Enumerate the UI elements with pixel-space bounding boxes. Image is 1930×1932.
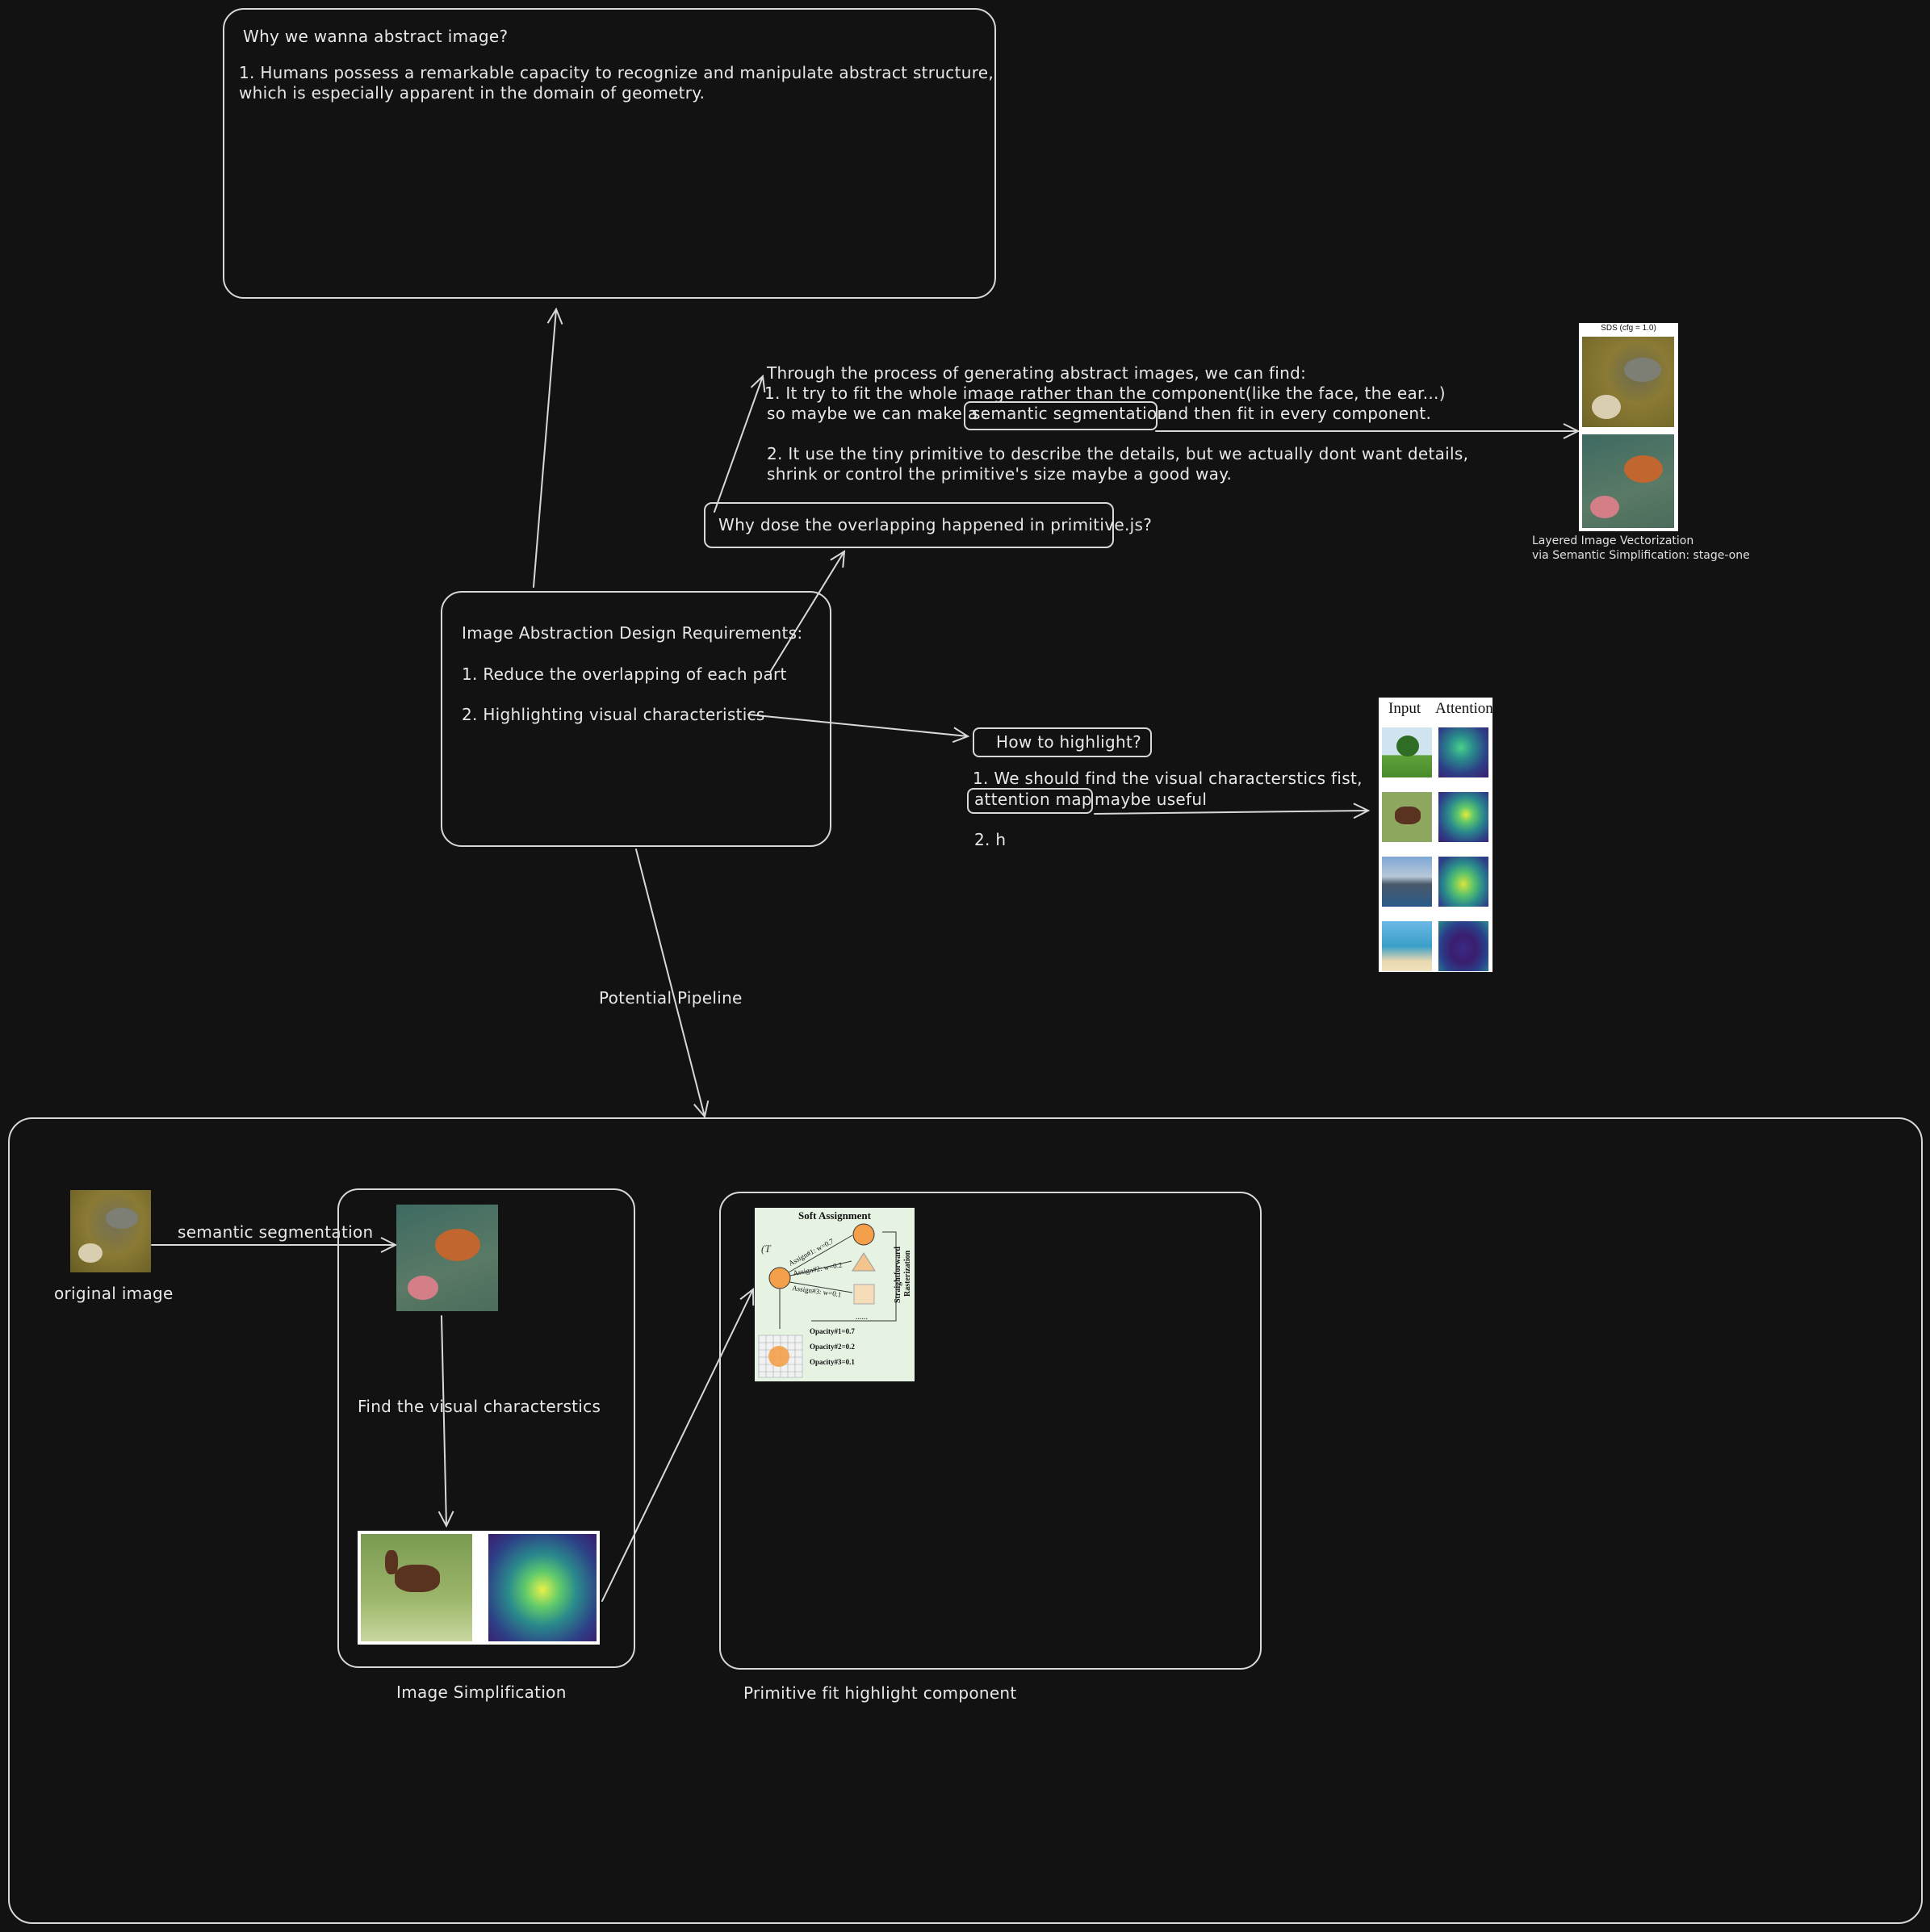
pipeline-box[interactable] [8,1117,1923,1924]
attention-row-lake-map [1438,857,1488,907]
original-bird-shape [106,1208,138,1229]
soft-assignment-figure: Soft Assignment (T Assign#1: w=0.7 Assig… [755,1208,915,1381]
bird-shape-1 [1624,358,1661,382]
horse-input-image [361,1534,472,1641]
why-abstract-line2: which is especially apparent in the doma… [239,83,705,103]
semantic-segmentation-label: semantic segmentation [178,1222,374,1242]
findings-item2-a: 2. It use the tiny primitive to describe… [767,444,1469,463]
arrow-requirements-to-overlap-question [770,551,844,672]
horse-body [395,1565,440,1592]
attention-row-lake-input [1382,857,1432,907]
horse-head [385,1550,398,1574]
target-triangle [852,1252,876,1272]
flower-shape-2 [1590,496,1619,518]
bird-shape-2 [1624,455,1663,483]
sds-panel: SDS (cfg = 1.0) [1579,323,1678,531]
attention-map-tag-label: attention map [974,790,1092,809]
how-to-highlight-box[interactable] [973,727,1152,757]
why-abstract-box[interactable] [223,8,996,299]
requirements-box[interactable] [441,591,831,847]
findings-intro: Through the process of generating abstra… [767,363,1307,383]
requirements-title: Image Abstraction Design Requirements: [462,623,803,643]
arrow-requirements-to-why [533,309,556,588]
semantic-segmentation-tag[interactable] [964,401,1158,430]
attention-row-tree-map [1438,727,1488,777]
findings-item2-b: shrink or control the primitive's size m… [767,464,1233,484]
image-simplification-caption: Image Simplification [396,1683,567,1702]
findings-item1-b-post: and then fit in every component. [1158,404,1432,423]
attention-row-horse-input [1382,792,1432,842]
horse-attention-pair [358,1531,600,1645]
attention-row-tree-input [1382,727,1432,777]
opacity1-label: Opacity#1=0.7 [810,1327,855,1335]
why-abstract-line1: 1. Humans possess a remarkable capacity … [239,63,994,82]
horse-shape-small [1395,807,1421,824]
raster-circle [768,1346,789,1367]
arrow-highlight-to-how [747,714,968,736]
sds-image-bird-2 [1582,434,1674,528]
attention-row-beach-map [1438,921,1488,971]
image-simplification-box[interactable] [337,1188,635,1668]
arrow-segmentation-to-attention [442,1315,446,1526]
requirements-item1: 1. Reduce the overlapping of each part [462,664,787,684]
horse-attention-map [488,1534,597,1641]
segmented-flower-shape [408,1276,438,1300]
potential-pipeline-label: Potential Pipeline [599,988,743,1008]
findings-item1-b-pre: so maybe we can make a [767,404,978,423]
dots-label: ...... [856,1313,868,1322]
arrow-overlap-question-to-findings [714,376,763,513]
find-visual-characteristics-label: Find the visual characterstics [358,1397,601,1416]
attention-panel: Input Attention [1379,698,1493,972]
attention-row-horse-map [1438,792,1488,842]
original-image [70,1190,151,1272]
source-circle [768,1267,791,1289]
segmented-bird-shape [435,1229,480,1261]
overlap-question-label: Why dose the overlapping happened in pri… [718,515,1153,534]
primitive-fit-caption: Primitive fit highlight component [743,1683,1017,1703]
arrow-attention-to-primitive [601,1289,753,1602]
requirements-item2: 2. Highlighting visual characteristics [462,705,765,724]
findings-item1-a: 1. It try to fit the whole image rather … [764,383,1446,403]
opacity2-label: Opacity#2=0.2 [810,1343,855,1351]
soft-assignment-svg: Soft Assignment (T Assign#1: w=0.7 Assig… [758,1209,912,1378]
overlap-question-box[interactable] [704,502,1114,548]
arrow-attention-map-to-panel [1094,811,1368,814]
how-to-highlight-label: How to highlight? [996,732,1142,752]
attention-header-input: Input [1388,700,1421,717]
segmented-image [396,1205,498,1311]
highlight-line3: 2. h [974,830,1007,849]
side-label-1: Straightforward [894,1247,902,1303]
attention-header-attention: Attention [1435,700,1493,717]
soft-assignment-title: Soft Assignment [798,1209,872,1222]
why-abstract-title: Why we wanna abstract image? [243,27,509,46]
sds-caption-2: via Semantic Simplification: stage-one [1532,549,1750,562]
opacity3-label: Opacity#3=0.1 [810,1358,855,1366]
attention-row-beach-input [1382,921,1432,971]
side-label-2: Rasterization [903,1250,912,1297]
assign3-label: Assign#3: w=0.1 [792,1284,842,1298]
semantic-segmentation-tag-label: semantic segmentation [972,404,1168,423]
sds-caption-1: Layered Image Vectorization [1532,534,1694,547]
target-square [853,1284,875,1305]
original-image-caption: original image [54,1284,174,1303]
target-circle [852,1223,875,1246]
attention-map-tag[interactable] [967,788,1093,814]
original-flower-shape [78,1243,103,1263]
highlight-line2-post: maybe useful [1095,790,1208,809]
highlight-line1: 1. We should find the visual characterst… [973,769,1363,788]
sds-image-bird-1 [1582,337,1674,427]
flower-shape-1 [1592,395,1621,419]
tree-crown [1396,736,1419,756]
assign2-label: Assign#2: w=0.2 [793,1260,843,1277]
primitive-fit-box[interactable] [719,1192,1262,1670]
arrow-requirements-to-pipeline [635,849,705,1117]
sds-header: SDS (cfg = 1.0) [1601,324,1656,333]
tc-label: (T [761,1243,771,1255]
